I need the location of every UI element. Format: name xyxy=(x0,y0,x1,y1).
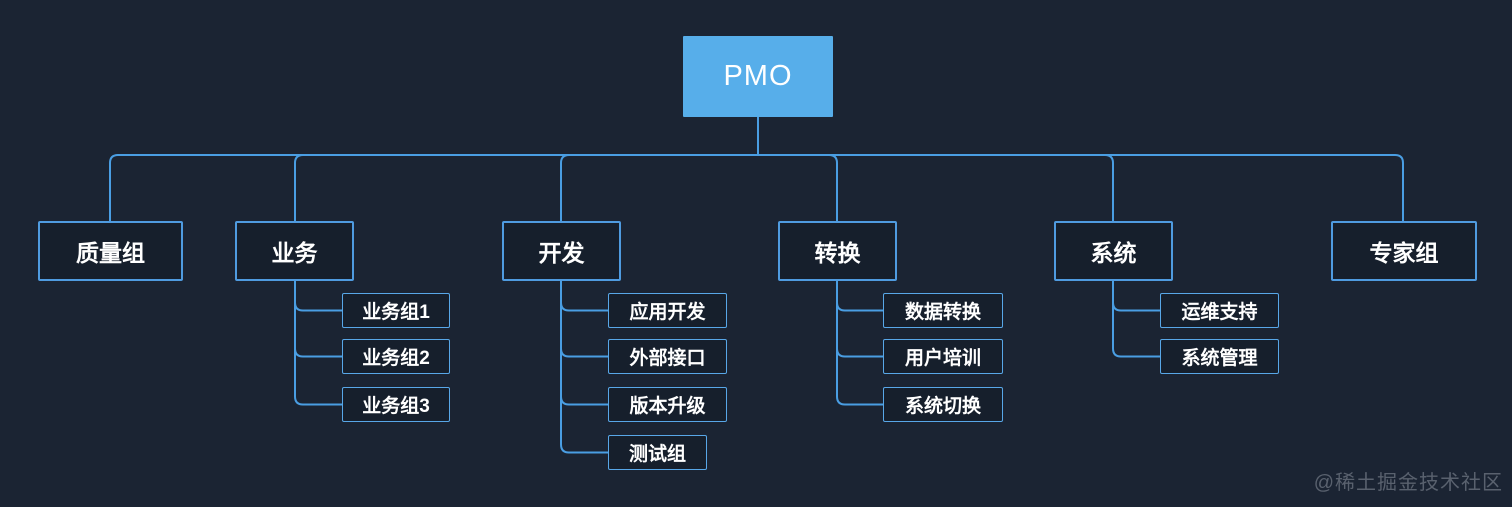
node-version-upgrade[interactable]: 版本升级 xyxy=(608,387,727,422)
watermark: @稀土掘金技术社区 xyxy=(1313,472,1503,494)
node-business[interactable]: 业务 xyxy=(235,221,354,281)
node-system-switch[interactable]: 系统切换 xyxy=(883,387,1003,422)
branch-drop-lines xyxy=(109,154,1404,222)
node-quality-group[interactable]: 质量组 xyxy=(38,221,183,281)
node-conversion[interactable]: 转换 xyxy=(778,221,897,281)
node-system[interactable]: 系统 xyxy=(1054,221,1173,281)
node-data-conversion[interactable]: 数据转换 xyxy=(883,293,1003,328)
business-child-lines xyxy=(294,280,343,406)
node-pmo[interactable]: PMO xyxy=(683,36,833,117)
node-business-group-2[interactable]: 业务组2 xyxy=(342,339,450,374)
node-user-training[interactable]: 用户培训 xyxy=(883,339,1003,374)
node-business-group-3[interactable]: 业务组3 xyxy=(342,387,450,422)
node-business-group-1[interactable]: 业务组1 xyxy=(342,293,450,328)
node-external-interface[interactable]: 外部接口 xyxy=(608,339,727,374)
development-child-lines xyxy=(560,280,609,454)
node-system-management[interactable]: 系统管理 xyxy=(1160,339,1279,374)
node-development[interactable]: 开发 xyxy=(502,221,621,281)
conversion-child-lines xyxy=(836,280,884,406)
node-expert-group[interactable]: 专家组 xyxy=(1331,221,1477,281)
node-app-development[interactable]: 应用开发 xyxy=(608,293,727,328)
node-testing-group[interactable]: 测试组 xyxy=(608,435,707,470)
system-child-lines xyxy=(1112,280,1161,358)
node-ops-support[interactable]: 运维支持 xyxy=(1160,293,1279,328)
